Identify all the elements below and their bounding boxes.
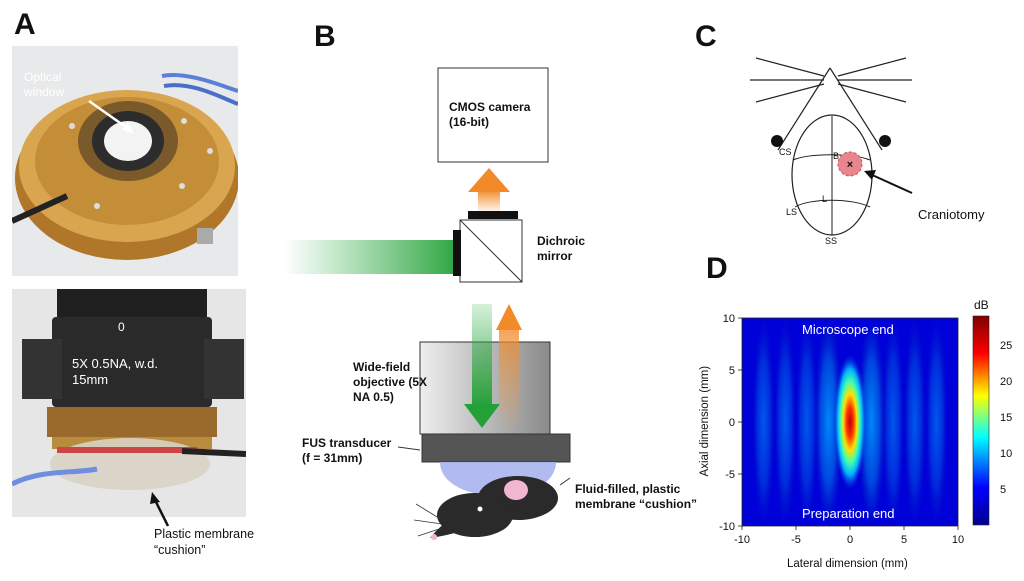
panel-d-heatmap-chart: -10 -5 0 5 10 10 5 0 -5 -10 5 10 15 20 25 [719,313,1012,546]
x-tick-label: 10 [952,534,964,546]
fus-transducer-label: FUS transducer (f = 31mm) [302,436,392,465]
y-axis-label: Axial dimension (mm) [699,365,712,477]
panel-a-photo-bottom [12,289,246,517]
x-tick-label: -10 [734,534,750,546]
heatmap-side-lobe [795,318,818,526]
heatmap-side-lobe [882,318,905,526]
heatmap-side-lobe [903,318,926,526]
cmos-camera-label: CMOS camera (16-bit) [449,100,531,129]
skull-label-l: L [822,194,828,204]
colorbar [972,315,990,526]
colorbar-tick-label: 10 [1000,448,1012,460]
objective-photo-label: 5X 0.5NA, w.d. 15mm [72,356,158,388]
y-tick-label: 0 [729,417,735,429]
y-tick-label: -5 [725,469,735,481]
y-tick-label: 10 [723,313,735,325]
plastic-membrane-label: Plastic membrane “cushion” [154,527,255,557]
heatmap-side-lobe [752,318,775,526]
wide-field-objective-label: Wide-field objective (5X NA 0.5) [353,360,428,404]
x-tick-label: 0 [847,534,853,546]
skull-label-b: B [833,151,840,161]
craniotomy-label: Craniotomy [918,207,985,222]
x-tick-label: 5 [901,534,907,546]
preparation-end-label: Preparation end [802,506,895,521]
objective-zero-mark: 0 [118,320,125,334]
skull-label-ss: SS [825,236,838,246]
dichroic-mirror-label: Dichroic mirror [537,234,586,263]
optical-window-arrow [88,99,134,134]
skull-label-cs: CS [779,147,792,157]
y-tick-label: 5 [729,365,735,377]
fluid-cushion-label: Fluid-filled, plastic membrane “cushion” [575,482,698,511]
heatmap-side-lobe [925,318,948,526]
membrane-arrow [150,492,170,527]
colorbar-tick-label: 15 [1000,412,1012,424]
colorbar-tick-label: 5 [1000,484,1006,496]
panel-d-letter: D [706,252,728,285]
heatmap-side-lobe [814,318,843,526]
heatmap-side-lobe [774,318,797,526]
x-tick-label: -5 [791,534,801,546]
panel-a-letter: A [14,8,36,41]
skull-label-ls: LS [786,207,798,217]
heatmap-side-lobe [857,318,886,526]
svg-text:×: × [847,159,853,171]
optical-window-label: Optical window [24,70,65,99]
panel-a-photo-top [12,46,238,276]
heatmap-focal-spot [834,354,866,490]
x-axis-label: Lateral dimension (mm) [787,558,908,570]
y-tick-label: -10 [719,521,735,533]
panel-c-skull-diagram: × [750,57,913,236]
colorbar-tick-label: 25 [1000,340,1012,352]
panel-c-letter: C [695,20,717,53]
colorbar-unit-label: dB [974,298,989,312]
panel-b-letter: B [314,20,336,53]
microscope-end-label: Microscope end [802,322,894,337]
panel-b-schematic [284,67,571,540]
colorbar-tick-label: 20 [1000,376,1012,388]
